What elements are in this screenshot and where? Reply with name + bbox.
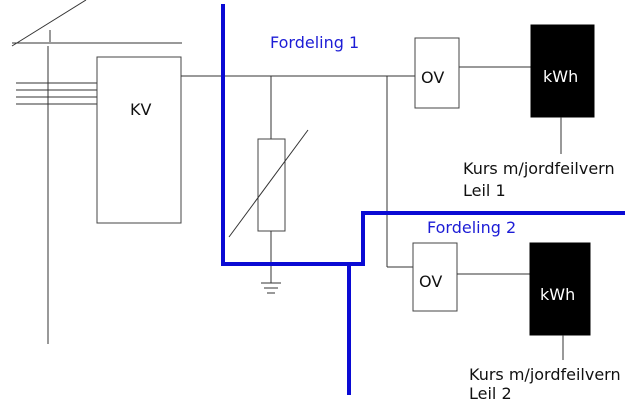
roof-line xyxy=(11,0,87,47)
kwh-meter-1 xyxy=(530,24,595,118)
fordeling2-label: Fordeling 2 xyxy=(427,218,516,237)
ov1-box xyxy=(414,37,460,109)
arrester-diagonal-line xyxy=(228,129,309,238)
surge-arrester xyxy=(257,138,286,232)
kv-cabinet xyxy=(96,56,182,224)
ov2-label: OV xyxy=(419,272,442,291)
ground-icon xyxy=(261,282,281,294)
ov1-label: OV xyxy=(421,68,444,87)
leil2-label: Leil 2 xyxy=(469,384,512,400)
kwh1-label: kWh xyxy=(543,67,578,86)
ov2-box xyxy=(412,242,458,312)
kv-label: KV xyxy=(130,100,151,119)
kurs1-label: Kurs m/jordfeilvern xyxy=(463,159,615,178)
fordeling1-label: Fordeling 1 xyxy=(270,33,359,52)
kwh-meter-2 xyxy=(529,242,591,336)
kwh2-label: kWh xyxy=(540,285,575,304)
kurs2-label: Kurs m/jordfeilvern xyxy=(469,365,621,384)
leil1-label: Leil 1 xyxy=(463,181,506,200)
boundary-line-1 xyxy=(221,4,625,266)
